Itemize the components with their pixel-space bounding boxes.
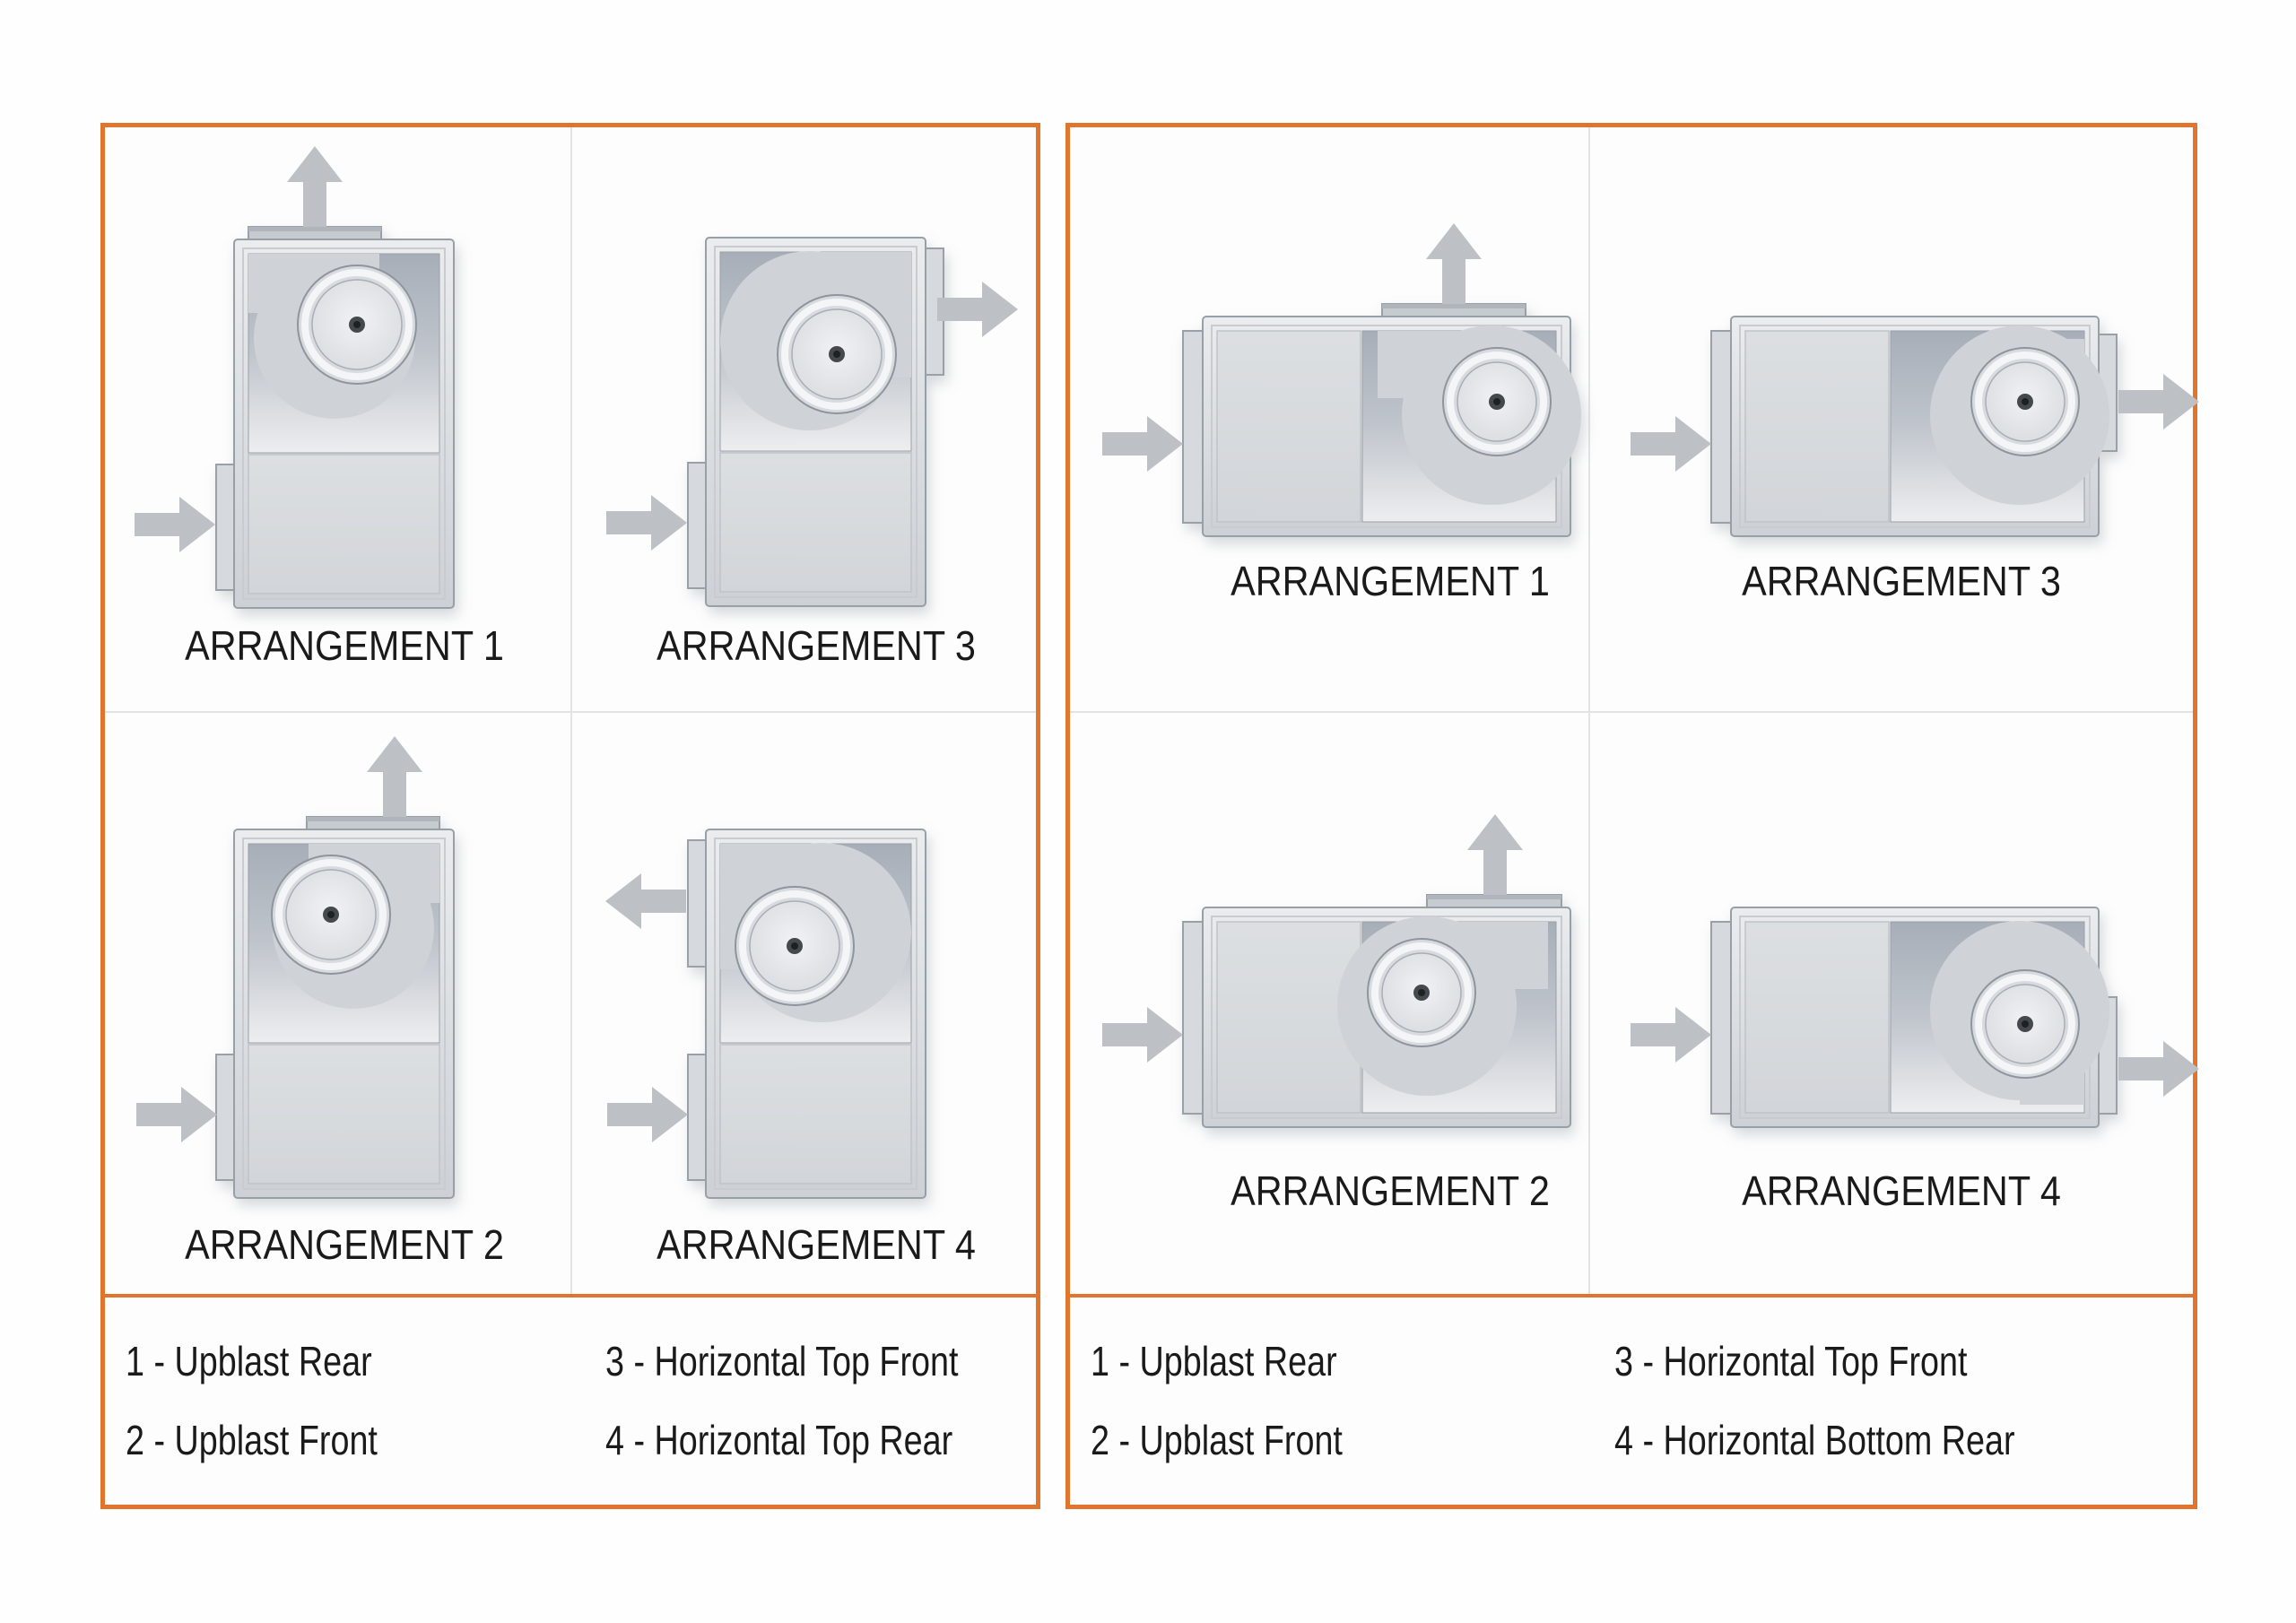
- fan-unit-vertical-arrangement-3: [687, 237, 944, 607]
- fan-unit-vertical-arrangement-1: [215, 226, 455, 609]
- grid-divider: [1070, 711, 2193, 713]
- fan-inlet-cone: [297, 265, 417, 385]
- inlet-flange: [687, 462, 707, 589]
- inlet-flange: [1182, 330, 1204, 524]
- airflow-outlet-arrow-up-icon: [367, 736, 422, 817]
- outlet-flange: [687, 839, 707, 968]
- airflow-inlet-arrow-right-icon: [1631, 416, 1711, 472]
- fan-inlet-cone: [271, 855, 391, 975]
- fan-unit-vertical-arrangement-2: [215, 816, 455, 1199]
- fan-inlet-cone: [1970, 969, 2080, 1079]
- airflow-outlet-arrow-up-icon: [287, 146, 343, 227]
- arrangement-label: ARRANGEMENT 3: [1742, 558, 2061, 604]
- fan-unit-horizontal-arrangement-3: [1710, 316, 2118, 537]
- legend-item: 3 - Horizontal Top Front: [605, 1338, 959, 1384]
- legend-separator: [105, 1294, 1036, 1298]
- fan-inlet-cone: [1970, 347, 2080, 456]
- inlet-flange: [1710, 330, 1732, 524]
- fan-inlet-cone: [1367, 938, 1476, 1047]
- airflow-outlet-arrow-right-icon: [2118, 374, 2199, 430]
- fan-unit-vertical-arrangement-4: [687, 829, 926, 1199]
- legend-item: 2 - Upblast Front: [126, 1417, 378, 1463]
- airflow-outlet-arrow-right-icon: [2118, 1041, 2199, 1097]
- legend-item: 1 - Upblast Rear: [1091, 1338, 1337, 1384]
- arrangement-label: ARRANGEMENT 2: [1231, 1167, 1550, 1214]
- legend-separator: [1070, 1294, 2193, 1298]
- legend-item: 3 - Horizontal Top Front: [1614, 1338, 1968, 1384]
- inlet-flange: [1182, 921, 1204, 1115]
- airflow-outlet-arrow-left-icon: [605, 873, 686, 929]
- airflow-inlet-arrow-right-icon: [136, 1087, 217, 1142]
- legend-item: 1 - Upblast Rear: [126, 1338, 372, 1384]
- arrangement-label: ARRANGEMENT 2: [185, 1221, 504, 1268]
- inlet-flange: [1710, 921, 1732, 1115]
- airflow-outlet-arrow-up-icon: [1426, 223, 1482, 304]
- arrangement-label: ARRANGEMENT 3: [657, 622, 976, 669]
- fan-unit-horizontal-arrangement-4: [1710, 907, 2118, 1128]
- arrangement-label: ARRANGEMENT 4: [657, 1221, 976, 1268]
- legend-item: 2 - Upblast Front: [1091, 1417, 1343, 1463]
- inlet-flange: [687, 1054, 707, 1181]
- airflow-outlet-arrow-right-icon: [937, 282, 1018, 337]
- legend-item: 4 - Horizontal Bottom Rear: [1614, 1417, 2015, 1463]
- airflow-inlet-arrow-right-icon: [1631, 1007, 1711, 1063]
- fan-inlet-cone: [777, 294, 897, 414]
- airflow-inlet-arrow-right-icon: [135, 497, 215, 552]
- inlet-flange: [215, 1054, 235, 1181]
- legend-item: 4 - Horizontal Top Rear: [605, 1417, 953, 1463]
- fan-inlet-cone: [735, 886, 855, 1006]
- airflow-outlet-arrow-up-icon: [1467, 814, 1523, 895]
- fan-inlet-cone: [1442, 347, 1552, 456]
- grid-divider: [105, 711, 1036, 713]
- arrangement-label: ARRANGEMENT 1: [185, 622, 504, 669]
- fan-unit-horizontal-arrangement-1: [1182, 303, 1581, 537]
- arrangement-label: ARRANGEMENT 4: [1742, 1167, 2061, 1214]
- fan-unit-horizontal-arrangement-2: [1182, 894, 1571, 1128]
- arrangement-label: ARRANGEMENT 1: [1231, 558, 1550, 604]
- airflow-inlet-arrow-right-icon: [1102, 416, 1183, 472]
- airflow-inlet-arrow-right-icon: [607, 1087, 688, 1142]
- airflow-inlet-arrow-right-icon: [1102, 1007, 1183, 1063]
- inlet-flange: [215, 464, 235, 591]
- airflow-inlet-arrow-right-icon: [606, 495, 687, 551]
